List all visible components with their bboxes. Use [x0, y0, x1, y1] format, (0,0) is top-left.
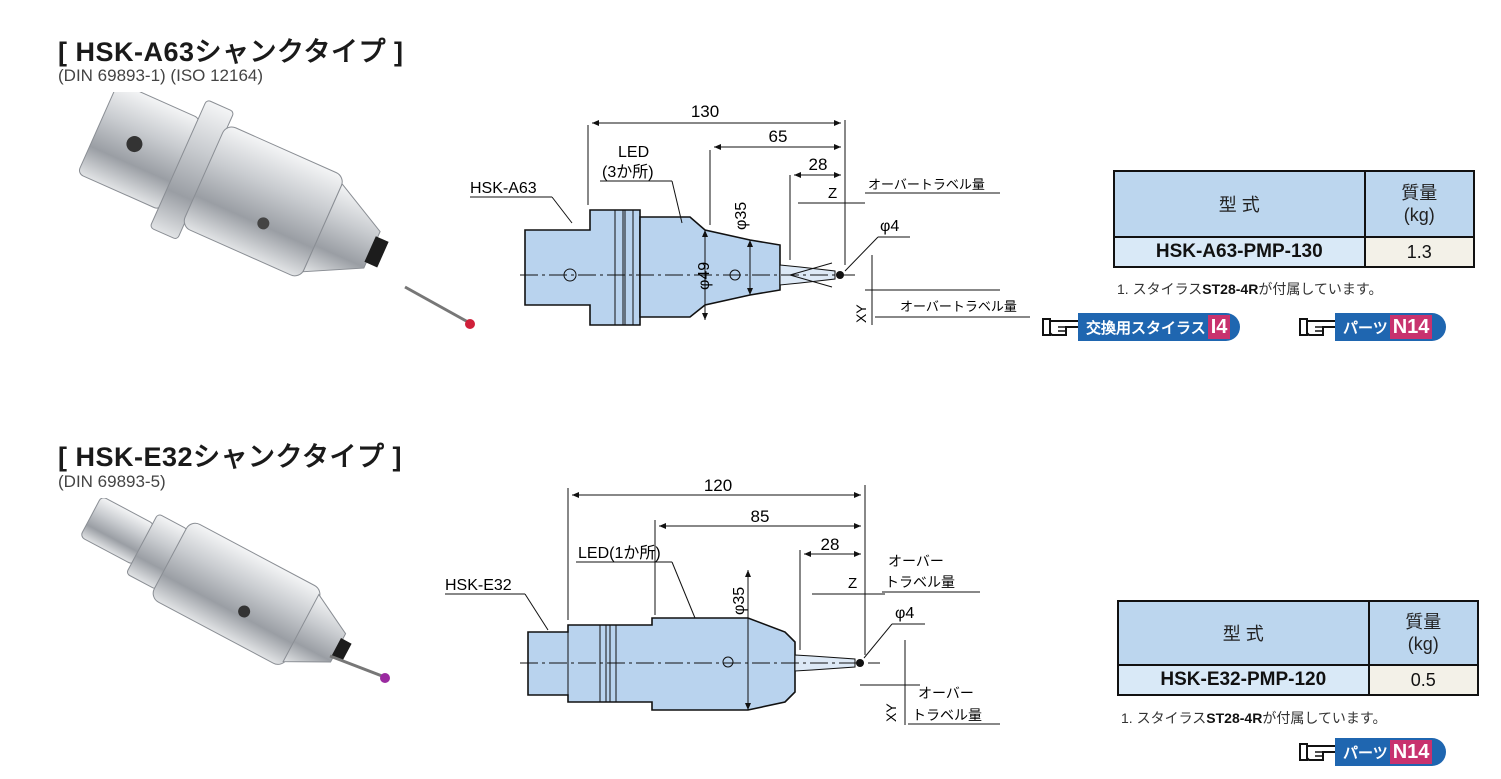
shank-body-hsk-e32	[527, 617, 796, 711]
dia-ball: φ4	[895, 605, 914, 622]
mass-cell: 0.5	[1367, 664, 1480, 696]
dim-tip: 28	[809, 155, 828, 174]
dia-flange: φ49	[696, 262, 713, 290]
overtravel-xy: オーバートラベル量	[900, 299, 1017, 314]
ref-code: N14	[1389, 740, 1433, 764]
note-stylus-model: ST28-4R	[1206, 710, 1263, 726]
ref-label: 交換用スタイラス	[1086, 319, 1206, 337]
shank-body-hsk-a63	[524, 209, 641, 326]
spec-table-hsk-e32: 型 式 質量 (kg) HSK-E32-PMP-120 0.5	[1117, 600, 1480, 696]
mass-cell: 1.3	[1363, 236, 1476, 268]
dia-ball: φ4	[880, 218, 899, 235]
mass-header-line1: 質量	[1405, 612, 1442, 632]
model-cell: HSK-A63-PMP-130	[1113, 236, 1366, 268]
dia-body: φ35	[731, 587, 748, 615]
mass-header-unit: (kg)	[1403, 205, 1435, 225]
mass-header-line1: 質量	[1401, 183, 1438, 203]
shank-label: HSK-E32	[445, 577, 512, 594]
stylus-note-hsk-a63: 1. スタイラスST28-4Rが付属しています。	[1117, 279, 1383, 299]
col-mass-header: 質量 (kg)	[1367, 600, 1480, 666]
overtravel-xy-line2: トラベル量	[912, 707, 982, 723]
note-suffix: が付属しています。	[1262, 710, 1387, 726]
dim-mid: 65	[769, 127, 788, 146]
section-title-hsk-a63: [ HSK-A63シャンクタイプ ]	[58, 37, 404, 67]
model-cell: HSK-E32-PMP-120	[1117, 664, 1370, 696]
dia-body: φ35	[733, 202, 750, 230]
ref-parts-hsk-e32[interactable]: パーツ N14	[1297, 738, 1447, 766]
technical-drawing-hsk-e32: 120 85 28 φ35 HSK-E32 LED(1か所) Z オーバー トラ…	[445, 476, 1000, 725]
led-label: LED(1か所)	[578, 544, 661, 562]
note-suffix: が付属しています。	[1258, 281, 1383, 297]
spec-table-hsk-a63: 型 式 質量 (kg) HSK-A63-PMP-130 1.3	[1113, 170, 1476, 268]
led-label: LED	[618, 144, 649, 161]
dim-mid: 85	[751, 507, 770, 526]
shank-label: HSK-A63	[470, 180, 537, 197]
overtravel-xy: オーバー	[918, 685, 974, 701]
technical-drawing-hsk-a63: 130 65 28 φ49 φ35 HSK-A63 LED (3か所) Z オー…	[470, 102, 1030, 326]
section-standards-hsk-a63: (DIN 69893-1) (ISO 12164)	[58, 66, 264, 85]
z-label: Z	[848, 575, 857, 592]
section-title-hsk-e32: [ HSK-E32シャンクタイプ ]	[58, 442, 402, 472]
product-photo-hsk-a63	[78, 92, 475, 329]
section-standards-hsk-e32: (DIN 69893-5)	[58, 472, 166, 491]
col-model-header: 型 式	[1113, 170, 1366, 238]
dim-tip: 28	[821, 535, 840, 554]
ref-code: I4	[1207, 315, 1231, 339]
led-label-count: (3か所)	[602, 163, 654, 181]
ref-label: パーツ	[1343, 319, 1388, 337]
ref-pill: 交換用スタイラス I4	[1078, 313, 1241, 341]
note-prefix: 1. スタイラス	[1117, 281, 1203, 297]
dim-total: 120	[704, 476, 732, 495]
ref-parts-hsk-a63[interactable]: パーツ N14	[1297, 313, 1447, 341]
xy-label: XY	[853, 304, 869, 323]
ref-replacement-stylus[interactable]: 交換用スタイラス I4	[1040, 313, 1241, 341]
z-label: Z	[828, 185, 837, 202]
note-prefix: 1. スタイラス	[1121, 710, 1207, 726]
ref-label: パーツ	[1343, 744, 1388, 762]
ref-pill: パーツ N14	[1335, 738, 1447, 766]
col-mass-header: 質量 (kg)	[1363, 170, 1476, 238]
ref-code: N14	[1389, 315, 1433, 339]
overtravel-z: オーバー	[888, 553, 944, 569]
mass-header-unit: (kg)	[1407, 634, 1439, 654]
stylus-note-hsk-e32: 1. スタイラスST28-4Rが付属しています。	[1121, 708, 1387, 728]
note-stylus-model: ST28-4R	[1202, 281, 1259, 297]
ref-pill: パーツ N14	[1335, 313, 1447, 341]
overtravel-z: オーバートラベル量	[868, 177, 985, 192]
xy-label: XY	[883, 703, 899, 722]
overtravel-z-line2: トラベル量	[885, 574, 955, 590]
dim-total: 130	[691, 102, 719, 121]
col-model-header: 型 式	[1117, 600, 1370, 666]
product-photo-hsk-e32	[81, 498, 390, 683]
